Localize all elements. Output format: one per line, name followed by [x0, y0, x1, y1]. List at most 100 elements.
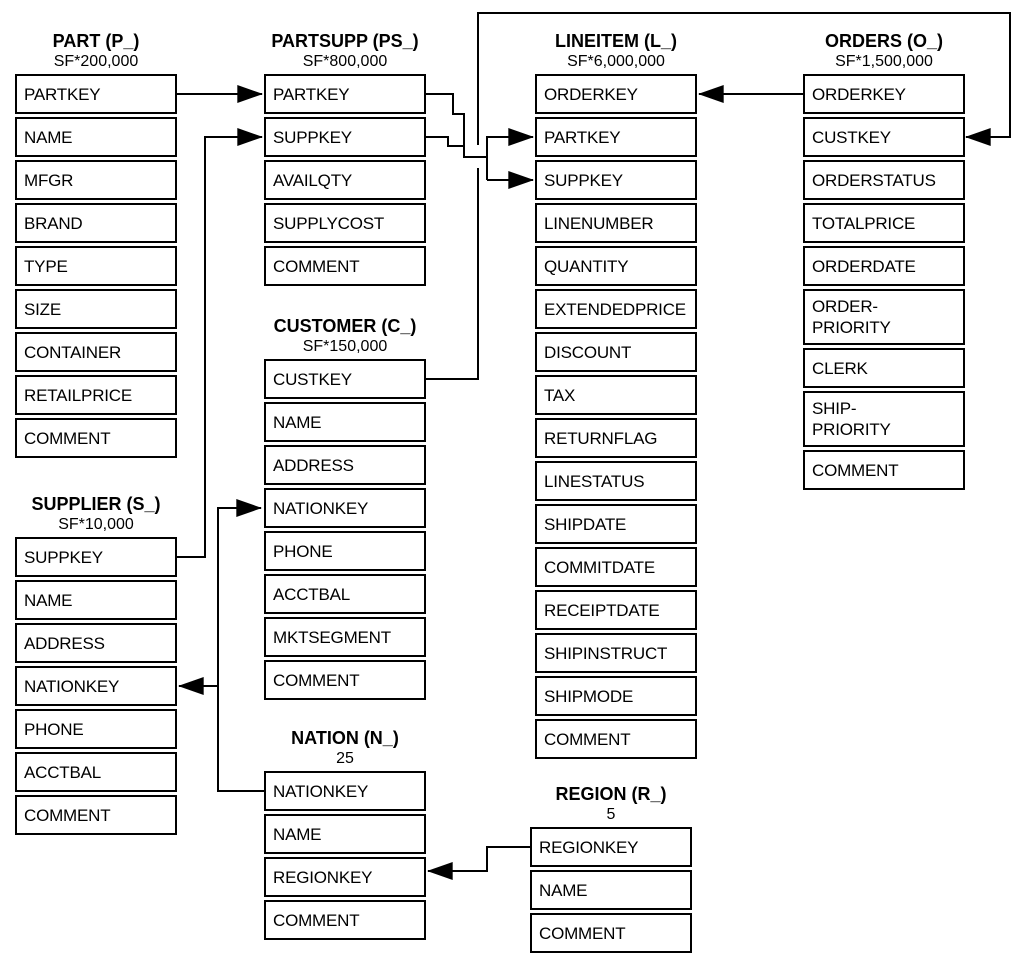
table-title: SUPPLIER (S_): [31, 494, 161, 514]
table-row: MFGR: [15, 160, 177, 200]
table-row: COMMENT: [803, 450, 965, 490]
table-row: LINESTATUS: [535, 461, 697, 501]
table-row: DISCOUNT: [535, 332, 697, 372]
table-row: SUPPLYCOST: [264, 203, 426, 243]
table-row: ORDER- PRIORITY: [803, 289, 965, 345]
table-row: ORDERSTATUS: [803, 160, 965, 200]
table-row: COMMENT: [264, 660, 426, 700]
table-row: NAME: [264, 402, 426, 442]
table-cardinality: 5: [606, 806, 616, 823]
table-row: LINENUMBER: [535, 203, 697, 243]
table-row: SHIPMODE: [535, 676, 697, 716]
table-row: AVAILQTY: [264, 160, 426, 200]
table-row: COMMENT: [535, 719, 697, 759]
table-row: SUPPKEY: [535, 160, 697, 200]
table-row: QUANTITY: [535, 246, 697, 286]
table-row: SHIPDATE: [535, 504, 697, 544]
table-row: CLERK: [803, 348, 965, 388]
table-row: EXTENDEDPRICE: [535, 289, 697, 329]
table-title: PARTSUPP (PS_): [271, 31, 419, 51]
table-row: TOTALPRICE: [803, 203, 965, 243]
table-row: PARTKEY: [15, 74, 177, 114]
table-row: ORDERDATE: [803, 246, 965, 286]
table-row: NATIONKEY: [264, 488, 426, 528]
table-row: PARTKEY: [264, 74, 426, 114]
table-row: ACCTBAL: [15, 752, 177, 792]
table-row: SIZE: [15, 289, 177, 329]
table-cardinality: 25: [336, 750, 354, 767]
table-row: NATIONKEY: [264, 771, 426, 811]
table-row: CONTAINER: [15, 332, 177, 372]
table-row: SHIP- PRIORITY: [803, 391, 965, 447]
table-title: CUSTOMER (C_): [273, 316, 417, 336]
table-title: PART (P_): [52, 31, 140, 51]
table-cardinality: SF*1,500,000: [835, 53, 933, 70]
table-row: SUPPKEY: [264, 117, 426, 157]
table-row: ACCTBAL: [264, 574, 426, 614]
table-row: NAME: [15, 580, 177, 620]
table-row: PARTKEY: [535, 117, 697, 157]
table-title: NATION (N_): [291, 728, 399, 748]
table-row: BRAND: [15, 203, 177, 243]
table-row: PHONE: [15, 709, 177, 749]
table-row: CUSTKEY: [803, 117, 965, 157]
table-row: COMMENT: [15, 795, 177, 835]
table-title: REGION (R_): [555, 784, 667, 804]
table-row: TYPE: [15, 246, 177, 286]
table-row: COMMENT: [264, 900, 426, 940]
table-cardinality: SF*6,000,000: [567, 53, 665, 70]
table-title: LINEITEM (L_): [555, 31, 677, 51]
table-cardinality: SF*800,000: [302, 53, 388, 70]
table-cardinality: SF*200,000: [53, 53, 139, 70]
table-row: REGIONKEY: [264, 857, 426, 897]
fk-partsupp-partkey-stub: [426, 93, 487, 158]
table-cardinality: SF*150,000: [302, 338, 388, 355]
table-row: COMMITDATE: [535, 547, 697, 587]
table-row: RETAILPRICE: [15, 375, 177, 415]
table-row: TAX: [535, 375, 697, 415]
table-row: NATIONKEY: [15, 666, 177, 706]
table-row: RETURNFLAG: [535, 418, 697, 458]
fk-supplier-to-partsupp-arrow: [177, 128, 264, 558]
table-row: COMMENT: [15, 418, 177, 458]
table-row: ADDRESS: [15, 623, 177, 663]
table-row: NAME: [264, 814, 426, 854]
table-row: ORDERKEY: [803, 74, 965, 114]
table-title: ORDERS (O_): [824, 31, 943, 51]
table-row: REGIONKEY: [530, 827, 692, 867]
table-row: RECEIPTDATE: [535, 590, 697, 630]
fk-region-to-nation-arrow: [426, 846, 530, 880]
fk-partsupp-to-lineitem-partkey-arrow: [486, 128, 535, 180]
table-row: SUPPKEY: [15, 537, 177, 577]
table-row: CUSTKEY: [264, 359, 426, 399]
fk-customer-to-orders-segment-1: [426, 168, 479, 380]
table-row: NAME: [15, 117, 177, 157]
fk-nation-to-customer-arrow: [217, 499, 264, 792]
table-row: MKTSEGMENT: [264, 617, 426, 657]
table-row: SHIPINSTRUCT: [535, 633, 697, 673]
fk-partsupp-suppkey-stub: [426, 136, 464, 147]
table-row: ORDERKEY: [535, 74, 697, 114]
table-row: PHONE: [264, 531, 426, 571]
table-row: COMMENT: [530, 913, 692, 953]
table-row: ADDRESS: [264, 445, 426, 485]
table-row: COMMENT: [264, 246, 426, 286]
table-row: NAME: [530, 870, 692, 910]
